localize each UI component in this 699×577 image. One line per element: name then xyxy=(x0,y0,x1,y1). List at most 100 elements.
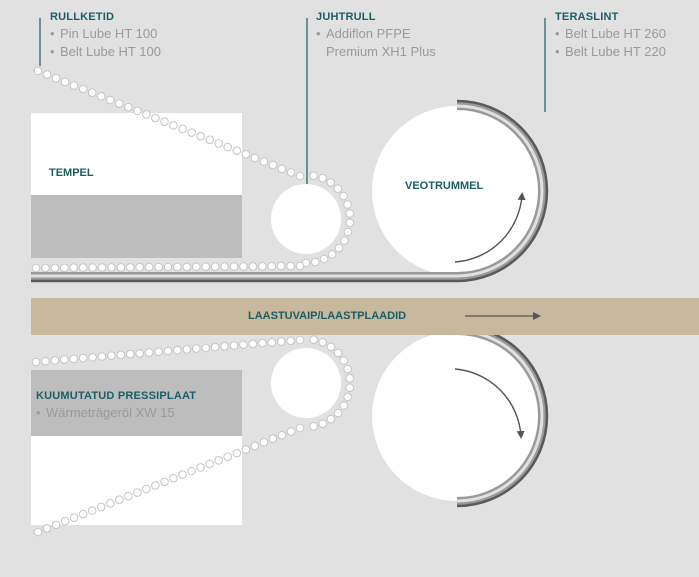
chain-link xyxy=(42,70,52,79)
chain-link xyxy=(78,509,88,519)
laastuvaip-band xyxy=(31,298,699,335)
chain-link xyxy=(96,92,106,101)
chain-link xyxy=(106,95,115,105)
chain-link xyxy=(201,343,210,353)
bullet: • xyxy=(555,44,560,59)
chain-link xyxy=(126,349,135,359)
teraslint-item-text: Belt Lube HT 220 xyxy=(565,44,666,59)
chain-link xyxy=(309,335,318,345)
chain-link xyxy=(343,392,353,402)
chain-link xyxy=(173,345,182,355)
juhtrull-item: •Addiflon PFPE xyxy=(316,25,436,43)
chain-link xyxy=(151,481,160,490)
chain-link xyxy=(107,351,116,361)
chain-link xyxy=(78,353,88,363)
chain-link xyxy=(42,524,52,533)
chain-link xyxy=(41,356,50,366)
chain-link xyxy=(178,124,187,134)
chain-link xyxy=(241,150,251,159)
chain-link xyxy=(277,430,287,440)
rullketid-item: • Belt Lube HT 100 xyxy=(50,43,161,61)
chain-link xyxy=(97,352,107,361)
tempel-base xyxy=(31,195,242,258)
chain-link xyxy=(96,502,106,512)
tempel-block xyxy=(31,113,242,195)
tempel-label: TEMPEL xyxy=(49,167,94,179)
chain-link xyxy=(69,513,79,523)
chain-link xyxy=(169,473,178,483)
chain-link xyxy=(295,261,305,271)
chain-link xyxy=(192,262,201,272)
chain-link xyxy=(295,335,305,345)
chain-link xyxy=(214,139,223,148)
juhtrull-item-text: Premium XH1 Plus xyxy=(326,44,436,59)
bullet: • xyxy=(50,44,55,59)
chain-link xyxy=(241,445,251,454)
chain-link xyxy=(60,263,69,273)
chain-link xyxy=(339,401,349,410)
chain-link xyxy=(201,262,210,272)
veotrummel-rotation-arrow-upper xyxy=(454,192,526,263)
chain-link xyxy=(318,338,328,347)
chain-link xyxy=(196,463,205,472)
chain-link xyxy=(97,263,107,272)
chain-link xyxy=(248,262,258,271)
juhtrull-label: JUHTRULL •Addiflon PFPE Premium XH1 Plus xyxy=(316,11,436,61)
teraslint-label: TERASLINT •Belt Lube HT 260 •Belt Lube H… xyxy=(555,11,666,61)
chain-link xyxy=(106,499,115,508)
chain-link xyxy=(115,495,124,505)
juhtrull-title: JUHTRULL xyxy=(316,11,376,23)
chain-link xyxy=(286,261,295,271)
chain-link xyxy=(126,263,135,272)
teraslint-belt-upper xyxy=(31,99,549,283)
chain-link xyxy=(182,345,192,354)
chain-link xyxy=(182,262,192,272)
pressiplaat-title: KUUMUTATUD PRESSIPLAAT xyxy=(36,390,197,402)
pressiplaat-item: •Wärmeträgeröl XW 15 xyxy=(36,404,196,422)
chain-link xyxy=(258,262,267,271)
rullketid-item-text: Belt Lube HT 100 xyxy=(60,44,161,59)
chain-link xyxy=(319,254,329,264)
bullet: • xyxy=(50,26,55,41)
chain-link xyxy=(340,236,349,245)
chain-link xyxy=(160,477,169,487)
chain-link xyxy=(87,88,97,97)
chain-link xyxy=(258,338,267,348)
chain-link xyxy=(334,243,344,253)
chain-link xyxy=(87,506,97,515)
chain-link xyxy=(33,66,43,76)
teraslint-belt-lower-gap xyxy=(31,329,544,503)
chain-link xyxy=(345,383,355,393)
chain-link xyxy=(343,200,352,209)
chain-link xyxy=(286,336,295,346)
chain-link xyxy=(239,340,248,350)
bullet: • xyxy=(555,26,560,41)
veotrummel-drum-upper xyxy=(372,106,542,276)
chain-link xyxy=(229,262,239,271)
chain-link xyxy=(178,470,187,479)
juhtrull-item: Premium XH1 Plus xyxy=(316,43,436,61)
rullketid-label: RULLKETID •Pin Lube HT 100 •Belt Lube HT… xyxy=(50,11,161,61)
chain-link xyxy=(135,262,144,272)
chain-link xyxy=(154,262,163,272)
chain-link xyxy=(154,347,163,357)
juhtrull-roller-lower xyxy=(271,348,341,418)
chain-link xyxy=(223,142,232,152)
chain-link xyxy=(248,339,258,349)
chain-link xyxy=(250,441,260,451)
chain-link xyxy=(116,263,126,272)
chain-link xyxy=(160,117,169,126)
rullketid-chains xyxy=(31,66,355,537)
chain-link xyxy=(60,355,69,364)
veotrummel-drum-lower xyxy=(372,331,542,501)
chain-link xyxy=(60,516,70,526)
chain-link xyxy=(345,209,355,218)
chain-link xyxy=(69,81,79,90)
chain-link xyxy=(69,354,78,364)
chain-link xyxy=(309,171,318,180)
chain-link xyxy=(345,218,355,228)
chain-link xyxy=(309,422,318,431)
chain-link xyxy=(276,261,286,271)
